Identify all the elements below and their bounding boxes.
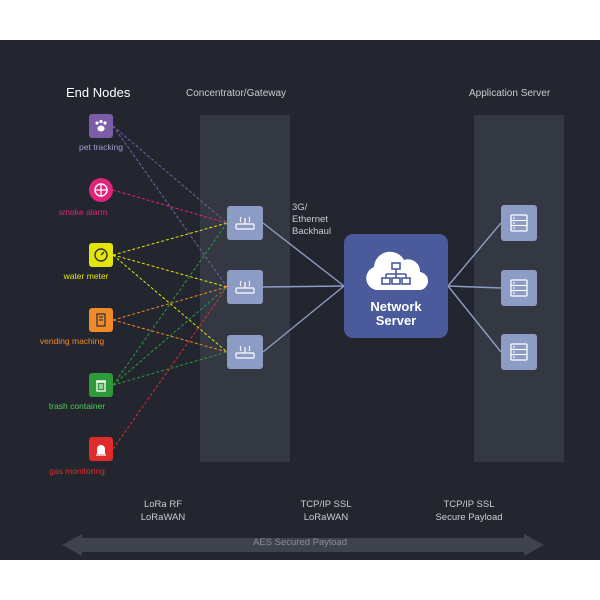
protocol-backhaul-line-2: LoRaWAN <box>303 512 349 523</box>
lorawan-architecture-diagram: End Nodes Concentrator/Gateway Applicati… <box>0 40 600 560</box>
gateway-icon <box>235 216 255 230</box>
protocol-lora-line-2: LoRaWAN <box>140 512 186 523</box>
node-water-meter <box>89 243 113 267</box>
protocol-app-line-1: TCP/IP SSL <box>443 499 495 510</box>
smoke-alarm-icon <box>94 183 108 197</box>
gateway-3 <box>227 335 263 369</box>
radio-link <box>112 222 228 386</box>
radio-link <box>112 222 228 256</box>
paw-icon <box>95 119 107 132</box>
server-link <box>447 285 502 289</box>
radio-link <box>112 351 228 386</box>
radio-link <box>112 125 228 224</box>
protocol-lora-line-1: LoRa RF <box>143 499 182 510</box>
protocol-backhaul-line-1: TCP/IP SSL <box>300 499 352 510</box>
gateway-2 <box>227 270 263 304</box>
protocol-lora: LoRa RF LoRaWAN <box>141 498 186 524</box>
radio-link <box>112 125 228 288</box>
gateway-icon <box>235 345 255 359</box>
server-icon <box>510 214 528 232</box>
backhaul-link <box>262 285 345 353</box>
radio-link <box>112 286 228 386</box>
backhaul-link <box>262 285 345 288</box>
aes-arrow-label: AES Secured Payload <box>252 537 347 548</box>
backhaul-line-2: Ethernet <box>292 214 328 225</box>
node-trash-container <box>89 373 113 397</box>
radio-link <box>112 286 228 321</box>
backhaul-label: 3G/ Ethernet Backhaul <box>292 202 331 238</box>
network-server-label-1: Network <box>370 299 422 314</box>
server-link <box>447 222 502 287</box>
node-label-pet-tracking: pet tracking <box>79 142 123 152</box>
trash-icon <box>96 380 106 392</box>
gateway-1 <box>227 206 263 240</box>
app-server-1 <box>501 205 537 241</box>
protocol-app-line-2: Secure Payload <box>435 512 503 523</box>
app-server-2 <box>501 270 537 306</box>
backhaul-line-3: Backhaul <box>292 226 332 237</box>
node-label-gas-monitoring: gas monitoring <box>49 466 105 476</box>
end-nodes-heading: End Nodes <box>66 85 131 100</box>
app-server-heading: Application Server <box>469 88 551 99</box>
app-server-3 <box>501 334 537 370</box>
radio-link <box>112 254 228 353</box>
server-link <box>447 285 502 353</box>
backhaul-link <box>262 222 345 287</box>
network-server-label-2: Server <box>375 313 417 328</box>
node-pet-tracking <box>89 114 113 138</box>
radio-link <box>112 286 228 450</box>
gas-alarm-icon <box>96 445 106 456</box>
node-gas-monitoring <box>89 437 113 461</box>
node-label-water-meter: water meter <box>63 271 109 281</box>
cloud-network-icon <box>366 251 429 291</box>
node-vending-machine <box>89 308 113 332</box>
vending-machine-icon <box>96 313 106 327</box>
node-smoke-alarm <box>89 178 113 202</box>
water-meter-icon <box>94 248 108 262</box>
connection-lines <box>112 125 502 450</box>
radio-link <box>112 189 228 224</box>
gateway-heading: Concentrator/Gateway <box>186 88 287 99</box>
node-label-vending-machine: vending maching <box>39 336 105 346</box>
network-server: Network Server <box>344 234 448 338</box>
backhaul-line-1: 3G/ <box>292 202 308 213</box>
node-label-smoke-alarm: smoke alarm <box>58 207 108 217</box>
protocol-app: TCP/IP SSL Secure Payload <box>435 498 502 524</box>
protocol-backhaul: TCP/IP SSL LoRaWAN <box>300 498 351 524</box>
gateway-icon <box>235 280 255 294</box>
server-icon <box>510 343 528 361</box>
node-label-trash-container: trash container <box>48 401 106 411</box>
server-icon <box>510 279 528 297</box>
radio-link <box>112 254 228 288</box>
